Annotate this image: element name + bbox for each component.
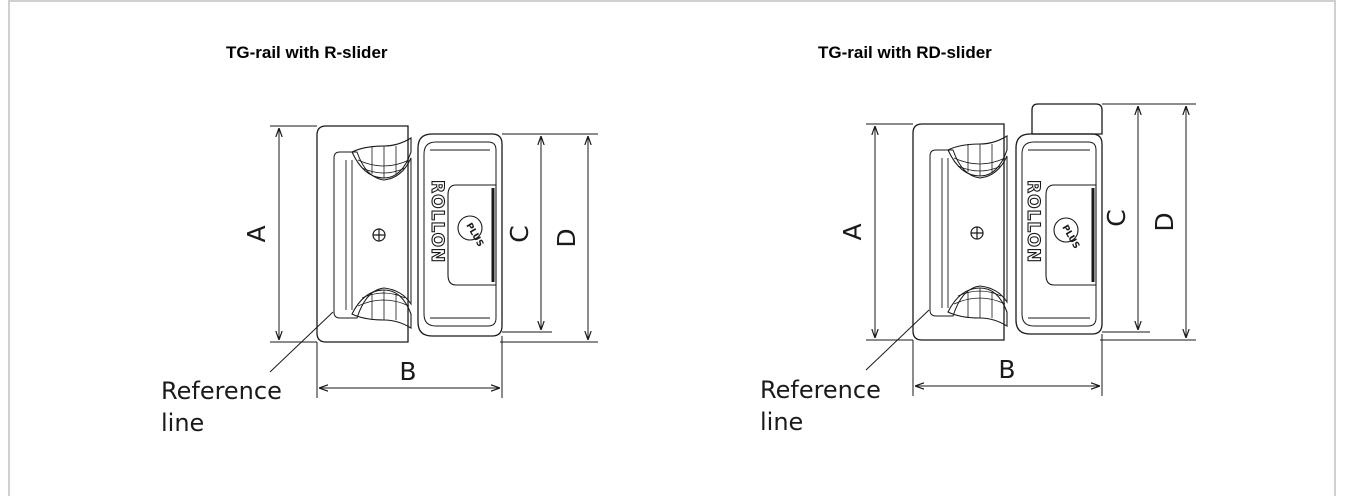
dim-b-label: B [998,355,1015,384]
reference-label-line2: line [161,409,204,437]
dimension-c: C [1102,103,1150,333]
dimension-a: A [242,125,317,343]
reference-label-line1: Reference [161,377,282,405]
upper-roller [947,135,1008,177]
dimension-b: B [912,334,1103,396]
top-cap-block [1031,103,1103,135]
dimension-a: A [838,123,913,341]
tg-rail [912,123,1008,341]
tg-rail [316,125,412,343]
center-screw-icon [372,228,386,242]
center-screw-icon [970,226,984,240]
reference-leader [865,309,930,371]
dim-c-label: C [505,225,534,242]
dimension-c: C [502,133,552,333]
diagram-r-slider: TG-rail with R-slider [161,43,598,437]
diagram-heading: TG-rail with R-slider [226,43,388,62]
figure-frame [8,0,1336,496]
reference-leader [269,311,334,373]
dim-b-label: B [399,357,416,386]
slider-housing: PLUS [417,133,503,337]
lower-roller [947,287,1008,327]
lower-roller [351,289,412,329]
dimension-d: D [1100,103,1196,341]
dimension-b: B [316,336,503,398]
dimension-d: D [500,133,598,343]
reference-label-line1: Reference [760,376,881,404]
diagram-rd-slider: TG-rail with RD-slider [760,43,1196,436]
dim-a-label: A [242,225,271,242]
rollon-logo: ROLLON [1023,180,1043,263]
dim-d-label: D [1150,212,1179,231]
dim-a-label: A [838,223,867,240]
upper-roller [351,137,412,179]
dim-c-label: C [1102,209,1131,226]
dim-d-label: D [552,228,581,247]
rollon-logo: ROLLON [427,180,447,263]
reference-label-line2: line [760,408,803,436]
diagram-heading: TG-rail with RD-slider [818,43,992,62]
